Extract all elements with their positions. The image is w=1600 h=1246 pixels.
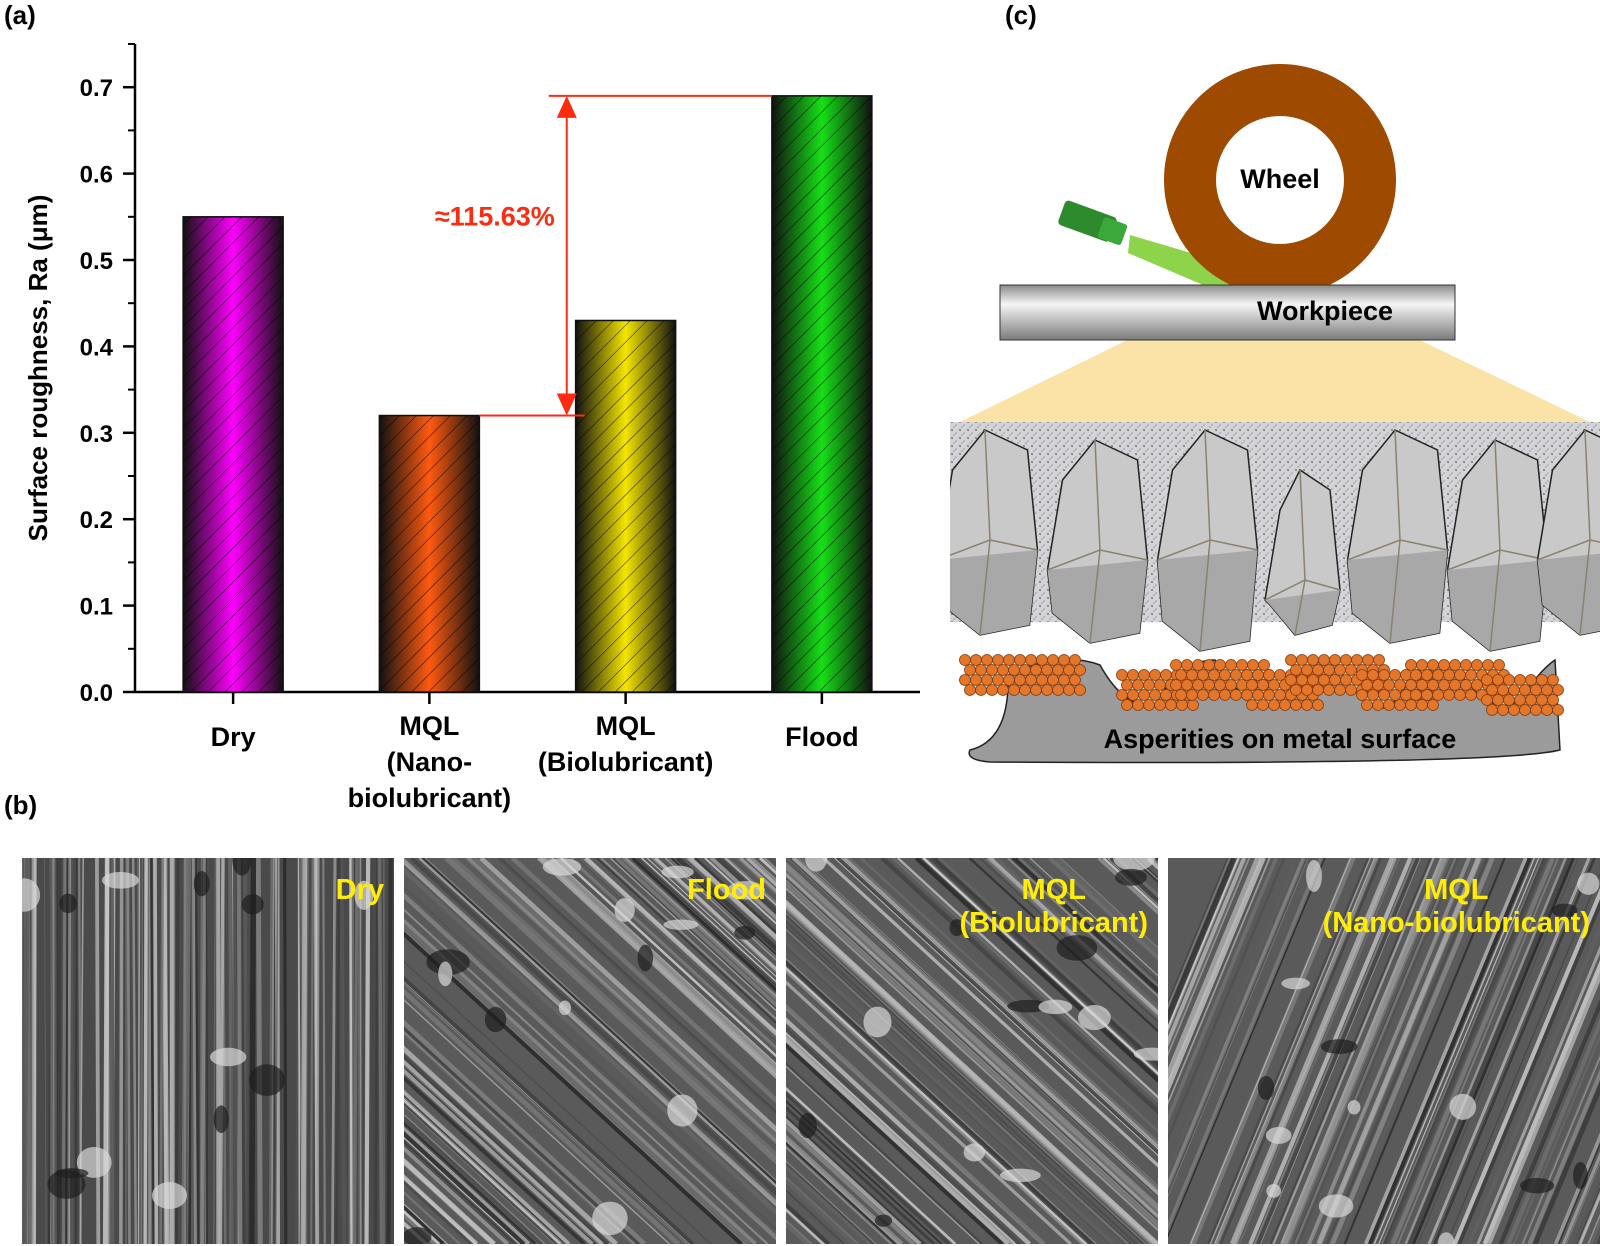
sem-texture: [1168, 858, 1600, 1244]
sem-label-dry: Dry: [335, 874, 384, 906]
surface-label: Asperities on metal surface: [1104, 724, 1457, 754]
y-tick-label: 0.0: [80, 680, 113, 707]
nanoparticle-layer: [959, 654, 1564, 716]
panel-label-a: (a): [4, 0, 36, 30]
annotation-arrowhead-up: [556, 95, 577, 118]
sem-texture: [404, 858, 776, 1244]
y-axis-title: Surface roughness, Ra (μm): [23, 195, 53, 542]
annotation-label: ≈115.63%: [435, 202, 555, 232]
sem-label-nano-biolubricant: MQL (Nano-biolubricant): [1322, 874, 1590, 940]
sem-texture: [22, 858, 394, 1244]
bar-hatch: [183, 216, 284, 693]
x-tick-label: MQL(Nano-biolubricant): [348, 711, 512, 813]
coolant-cone: [960, 280, 1590, 422]
sem-image-biolubricant: MQL (Biolubricant): [786, 858, 1158, 1244]
grinding-diagram: Wheel Workpiece Asperities on metal surf…: [950, 64, 1600, 764]
x-tick-label: Dry: [211, 722, 256, 752]
bar-hatch: [575, 320, 676, 692]
sem-label-biolubricant: MQL (Biolubricant): [959, 874, 1149, 940]
workpiece-bar: [999, 284, 1456, 341]
panel-label-c: (c): [1005, 0, 1037, 30]
workpiece-label: Workpiece: [1257, 296, 1393, 326]
sem-image-flood: Flood: [404, 858, 776, 1244]
sem-image-nano-biolubricant: MQL (Nano-biolubricant): [1168, 858, 1600, 1244]
bar-hatch: [379, 415, 480, 692]
sem-texture: [786, 858, 1158, 1244]
y-tick-label: 0.1: [80, 594, 113, 621]
sem-image-row: Dry Flood MQL (Biolubricant) MQL (Nano-b…: [22, 858, 1600, 1244]
panel-label-b: (b): [4, 790, 38, 820]
y-tick-label: 0.2: [80, 507, 113, 534]
wheel-icon: [1164, 64, 1396, 296]
y-tick-label: 0.3: [80, 421, 113, 448]
wheel-label: Wheel: [1240, 164, 1320, 194]
abrasive-grains: [950, 429, 1600, 652]
sem-image-dry: Dry: [22, 858, 394, 1244]
x-tick-label: MQL(Biolubricant): [538, 711, 714, 777]
y-tick-label: 0.6: [80, 162, 113, 189]
bar-hatch: [771, 95, 872, 693]
y-tick-label: 0.7: [80, 75, 113, 102]
nozzle-icon: [1058, 200, 1128, 245]
x-tick-label: Flood: [785, 722, 858, 752]
sem-label-flood: Flood: [687, 874, 766, 906]
y-tick-label: 0.5: [80, 248, 113, 275]
y-tick-label: 0.4: [80, 334, 114, 361]
annotation-arrowhead-down: [556, 393, 577, 416]
